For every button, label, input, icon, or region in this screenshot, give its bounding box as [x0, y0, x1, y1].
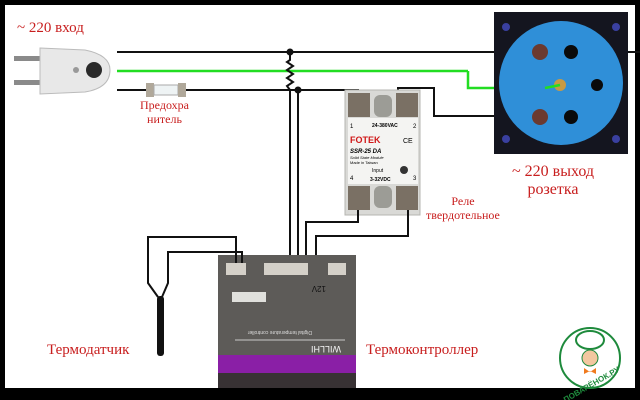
fuse-cap-left: [146, 83, 154, 97]
socket-corner-screw: [502, 23, 510, 31]
fuse-glass: [153, 84, 179, 96]
output-label-line1: ~ 220 выход: [512, 163, 595, 180]
logo-chef-face: [581, 349, 599, 367]
relay-led: [400, 166, 408, 174]
socket-hole-bottom: [564, 110, 578, 124]
controller-voltage-mark: 12V: [311, 284, 326, 293]
relay-terminal-4-label: 4: [350, 176, 354, 182]
relay-ce-mark: CE: [403, 138, 413, 145]
relay-terminal-1: [348, 93, 370, 117]
plug-pin-bottom: [14, 80, 44, 85]
relay-label-line1: Реле: [451, 194, 475, 208]
relay-origin: Made in Taiwan: [350, 160, 378, 165]
socket-hole-top: [564, 45, 578, 59]
controller-cert-marks: [232, 292, 266, 302]
relay-brand: FOTEK: [350, 135, 381, 145]
relay-terminal-2-label: 2: [413, 124, 417, 130]
site-logo: ПОВАРЁНОК.РУ: [559, 327, 622, 400]
logo-chef-hat: [575, 330, 605, 350]
controller-brand: WILLHI: [311, 344, 341, 354]
relay-slot-top: [374, 95, 392, 117]
relay-subtitle: Solid State Module: [350, 155, 384, 160]
socket-center-hole: [591, 79, 603, 91]
controller-output-terminals: [328, 263, 346, 275]
fuse-cap-right: [178, 83, 186, 97]
controller-front-bezel: [218, 355, 356, 373]
temperature-controller: 12V Digital temperature controller WILLH…: [218, 255, 356, 388]
sensor-wire-2: [161, 251, 243, 298]
logo-bowtie: [584, 368, 596, 374]
output-label-line2: розетка: [527, 181, 579, 199]
phase-drop-wire: [285, 52, 295, 256]
socket-corner-screw: [612, 135, 620, 143]
socket-terminal-bottom: [532, 109, 548, 125]
relay-terminal-1-label: 1: [350, 124, 354, 130]
solid-state-relay: 1 2 24-380VAC FOTEK CE SSR-25 DA Solid S…: [344, 89, 421, 216]
controller-label: Термоконтроллер: [366, 342, 479, 358]
relay-label: Реле твердотельное: [426, 194, 500, 223]
controller-sensor-terminals: [226, 263, 246, 275]
fuse-label: Предохра нитель: [140, 98, 189, 127]
socket-corner-screw: [502, 135, 510, 143]
relay-terminal-2: [396, 93, 418, 117]
plug-pin-top: [14, 56, 44, 61]
relay-label-line2: твердотельное: [426, 207, 500, 222]
relay-terminal-3-label: 3: [413, 176, 417, 182]
relay-slot-bottom: [374, 186, 392, 208]
socket-corner-screw: [612, 23, 620, 31]
controller-subtitle: Digital temperature controller: [247, 329, 312, 335]
relay-control-wire-minus: [305, 210, 359, 256]
power-plug: [14, 47, 111, 95]
relay-control-wire-plus: [315, 210, 409, 256]
input-label: ~ 220 вход: [17, 20, 84, 36]
sensor-label: Термодатчик: [47, 342, 130, 358]
plug-cable-hole: [86, 62, 102, 78]
sensor-wire-1: [147, 236, 237, 298]
fuse-label-line1: Предохра: [140, 98, 189, 112]
relay-control-voltage: 3-32VDC: [370, 177, 391, 183]
controller-power-terminals: [264, 263, 308, 275]
controller-bottom: [218, 373, 356, 388]
relay-terminal-4: [348, 186, 370, 210]
relay-terminal-3: [396, 186, 418, 210]
fuse-label-line2: нитель: [147, 111, 182, 126]
glass-fuse: [146, 83, 186, 97]
plug-screw: [73, 67, 79, 73]
output-label: ~ 220 выход розетка: [512, 163, 594, 200]
relay-model: SSR-25 DA: [350, 149, 381, 155]
temperature-sensor-probe: [157, 296, 164, 356]
relay-input-label: Input: [372, 168, 384, 174]
power-socket: [494, 12, 628, 154]
relay-load-voltage: 24-380VAC: [372, 123, 398, 129]
socket-terminal-top: [532, 44, 548, 60]
ground-wire-end: [544, 83, 561, 90]
